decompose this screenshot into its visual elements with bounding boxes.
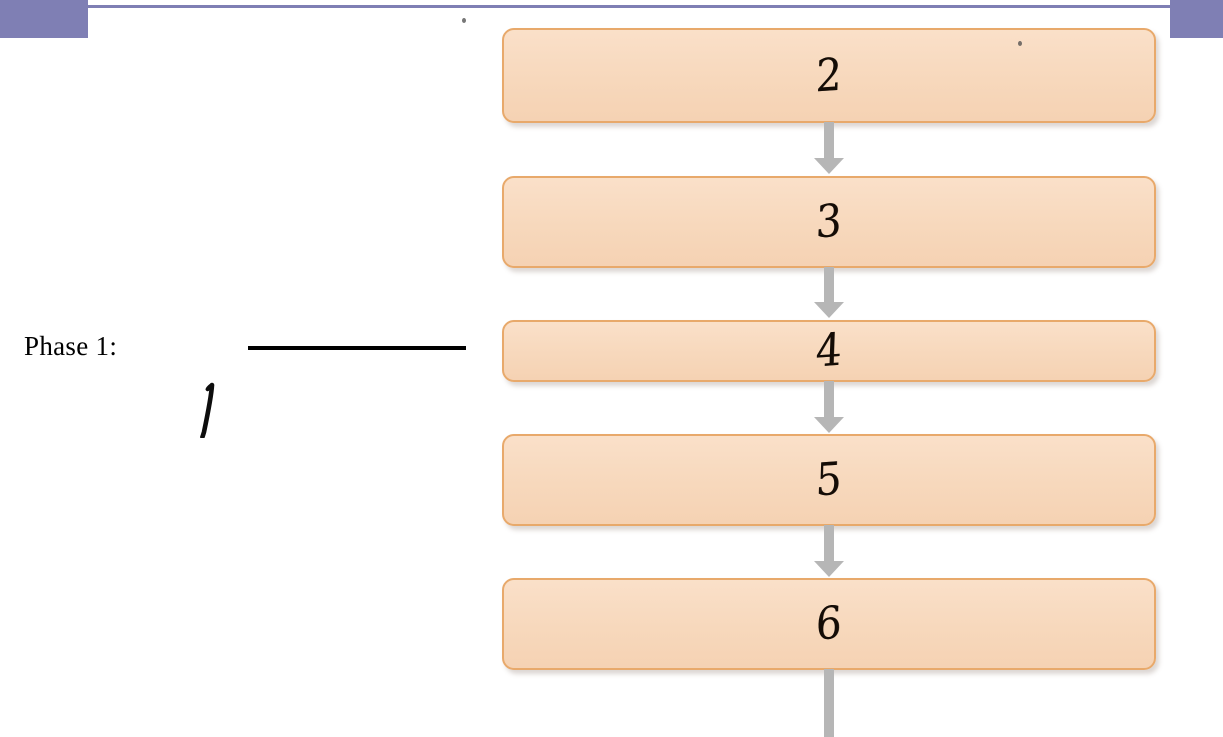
scan-speck — [1018, 41, 1022, 46]
flow-box-3[interactable]: 3 — [502, 176, 1156, 268]
top-band-rule — [88, 5, 1172, 8]
flow-box-label: 5 — [815, 453, 843, 507]
connector-5-to-6 — [824, 525, 834, 563]
phase-blank-rule — [248, 346, 466, 350]
flow-box-label: 2 — [815, 48, 843, 103]
flow-box-label: 6 — [815, 597, 843, 651]
arrow-head-icon-4-to-5 — [814, 417, 844, 433]
top-band-block-left — [0, 0, 88, 38]
connector-2-to-3 — [824, 122, 834, 162]
top-decorative-band — [0, 0, 1223, 40]
connector-3-to-4 — [824, 267, 834, 303]
top-band-block-right — [1170, 0, 1223, 38]
handwritten-answer-1 — [200, 382, 215, 438]
arrow-head-icon-2-to-3 — [814, 158, 844, 174]
connector-6-to-offscreen — [824, 669, 834, 737]
flow-box-5[interactable]: 5 — [502, 434, 1156, 526]
flow-box-label: 3 — [815, 195, 843, 249]
phase-label: Phase 1: — [24, 331, 118, 361]
scan-speck — [462, 18, 466, 23]
flow-box-label: 4 — [815, 324, 843, 378]
connector-4-to-5 — [824, 381, 834, 419]
flow-box-4[interactable]: 4 — [502, 320, 1156, 382]
arrow-head-icon-3-to-4 — [814, 302, 844, 318]
flow-box-6[interactable]: 6 — [502, 578, 1156, 670]
arrow-head-icon-5-to-6 — [814, 561, 844, 577]
flow-box-2[interactable]: 2 — [502, 28, 1156, 123]
